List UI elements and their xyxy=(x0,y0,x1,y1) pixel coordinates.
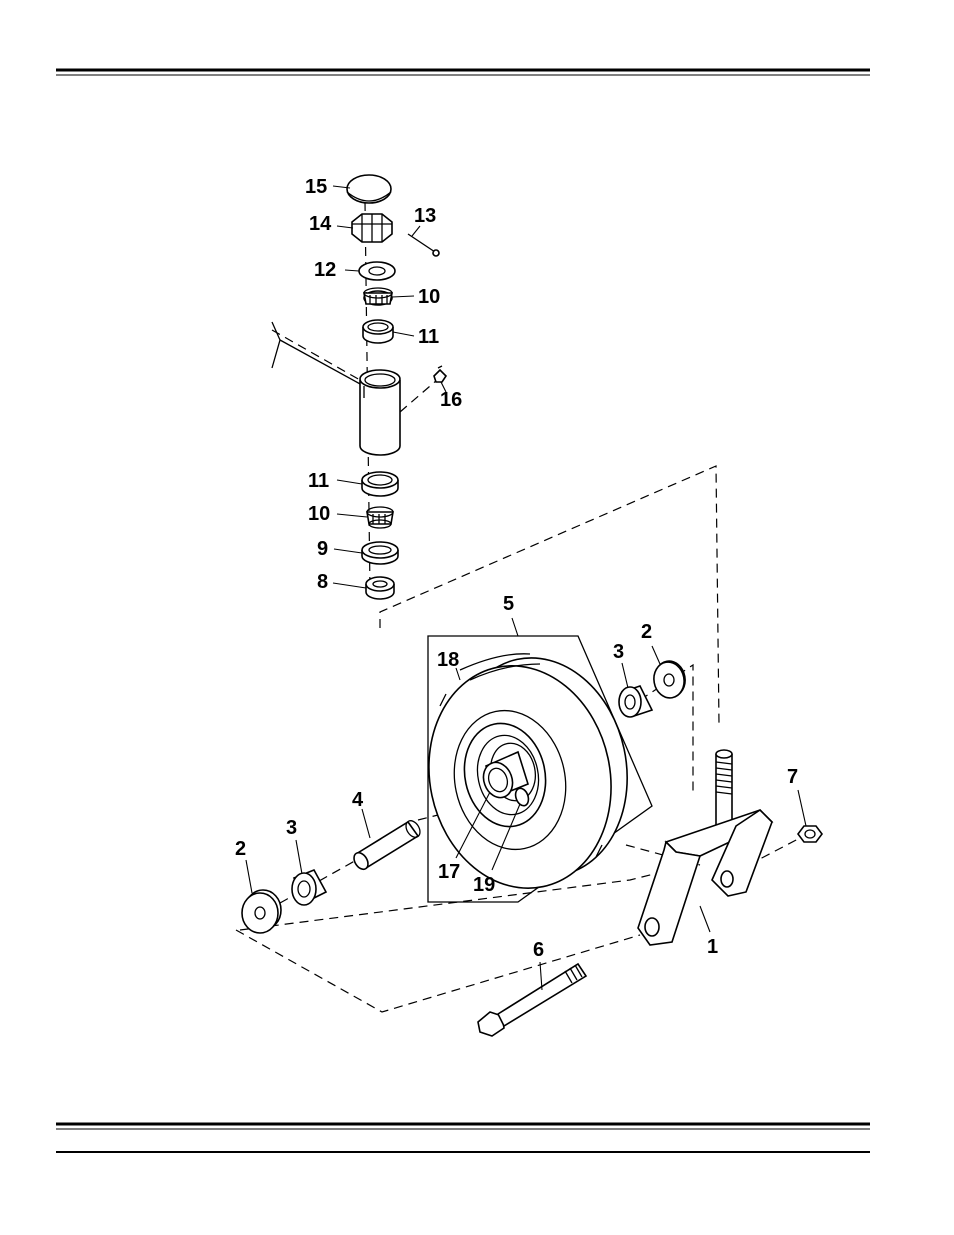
part-16-grease-fitting xyxy=(434,366,446,382)
part-2-washer-left xyxy=(242,890,281,933)
callout-7: 7 xyxy=(787,766,798,788)
part-2-washer-right xyxy=(651,659,688,701)
part-7-lock-nut xyxy=(798,826,822,842)
callout-14: 14 xyxy=(309,213,332,235)
callout-4: 4 xyxy=(352,789,364,811)
callout-2-left: 2 xyxy=(235,838,246,860)
part-3-bearing-right xyxy=(619,686,652,717)
part-8-spacer xyxy=(366,577,394,599)
callout-11-bottom: 11 xyxy=(308,470,329,492)
part-11-bearing-cup-top xyxy=(363,320,393,343)
part-10-bearing-cone-bottom xyxy=(367,507,393,528)
part-14-castle-nut xyxy=(352,214,392,242)
part-11-bearing-cup-bottom xyxy=(362,472,398,496)
part-10-bearing-cone-top xyxy=(364,288,392,305)
part-3-bearing-left xyxy=(292,870,326,905)
part-4-axle-tube xyxy=(351,818,423,872)
callout-15: 15 xyxy=(305,176,327,198)
callout-11-top: 11 xyxy=(418,326,439,348)
callout-18: 18 xyxy=(437,649,459,671)
callout-3-left: 3 xyxy=(286,817,297,839)
callout-13: 13 xyxy=(414,205,436,227)
footer-rule xyxy=(56,1124,870,1152)
header-rule xyxy=(56,70,870,75)
part-1-caster-fork xyxy=(638,750,772,945)
callout-16: 16 xyxy=(440,389,462,411)
callout-2-right: 2 xyxy=(641,621,652,643)
part-6-bolt xyxy=(478,964,586,1036)
callout-12: 12 xyxy=(314,259,336,281)
callout-1: 1 xyxy=(707,936,718,958)
part-12-washer xyxy=(359,262,395,280)
callout-9: 9 xyxy=(317,538,328,560)
callout-17: 17 xyxy=(438,861,460,883)
part-15-dust-cap xyxy=(347,175,391,203)
callout-5: 5 xyxy=(503,593,514,615)
part-9-seal xyxy=(362,542,398,564)
callout-19: 19 xyxy=(473,874,495,896)
callout-8: 8 xyxy=(317,571,328,593)
callout-10-bottom: 10 xyxy=(308,503,330,525)
callout-10-top: 10 xyxy=(418,286,440,308)
part-13-cotter-pin xyxy=(408,234,439,256)
callout-3-right: 3 xyxy=(613,641,624,663)
callout-6: 6 xyxy=(533,939,544,961)
